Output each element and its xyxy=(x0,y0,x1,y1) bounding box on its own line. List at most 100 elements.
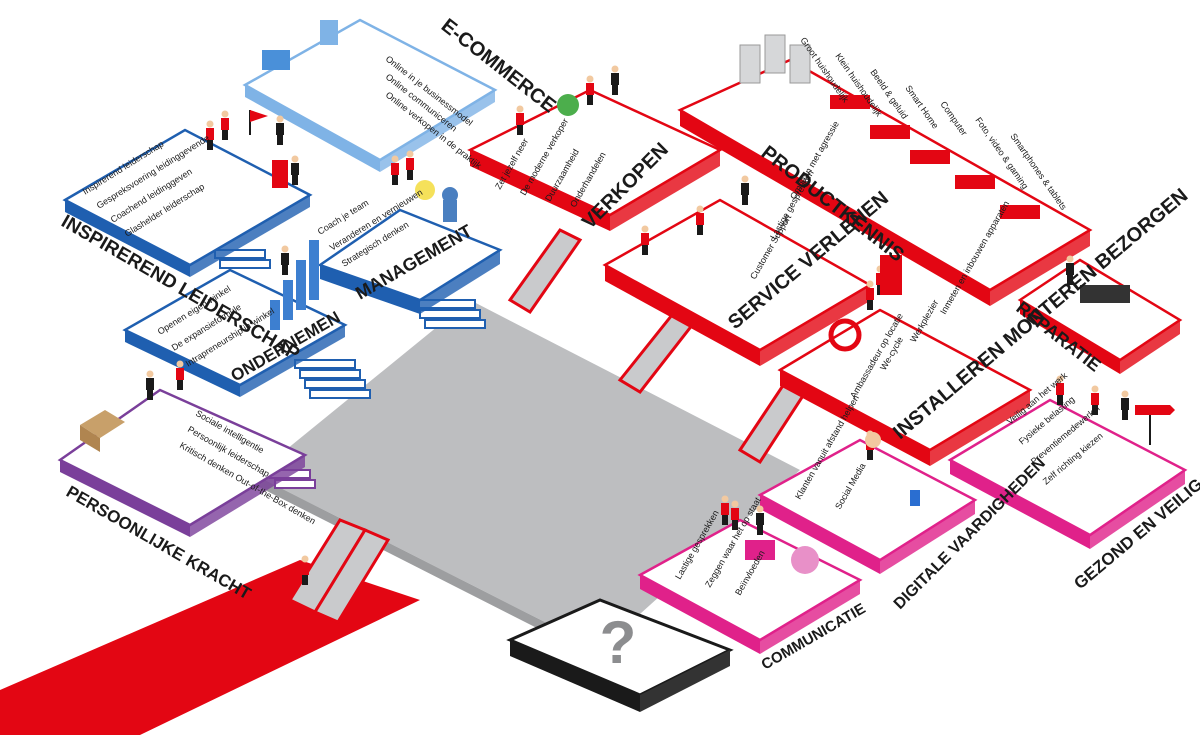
platform-top xyxy=(317,208,503,302)
platform-side-left xyxy=(640,575,760,654)
light-bulb-icon xyxy=(415,180,435,200)
recycle-icon xyxy=(828,318,862,352)
chess-pawn-icon xyxy=(442,187,458,203)
signpost-arrow xyxy=(1135,405,1175,415)
stairs-ondernemen xyxy=(294,359,371,399)
phone-icon xyxy=(910,490,920,506)
platform-side-left xyxy=(470,150,610,231)
platform-top xyxy=(757,438,978,562)
platform-side-right xyxy=(1090,470,1185,549)
appliance-icon xyxy=(739,44,761,84)
platform-verkopen xyxy=(467,88,723,231)
product-shelf xyxy=(830,95,870,109)
chess-pawn-body xyxy=(443,200,457,222)
bar-chart-icon xyxy=(309,240,319,300)
platform-top xyxy=(947,398,1188,537)
platform-side-right xyxy=(990,230,1090,306)
globe-icon xyxy=(557,94,579,116)
platform-side-left xyxy=(760,495,880,574)
platform-side-right xyxy=(760,580,860,654)
platform-side-left xyxy=(1020,300,1120,374)
atm-icon xyxy=(320,20,338,45)
person-figure xyxy=(741,175,749,205)
desk-icon xyxy=(745,540,775,560)
platform-side-right xyxy=(190,195,310,277)
flag-icon xyxy=(250,110,268,122)
platform-side-left xyxy=(245,85,380,172)
platform-side-right xyxy=(240,325,345,397)
platform-side-left xyxy=(320,265,420,314)
bar-chart-icon xyxy=(270,300,280,330)
box-side xyxy=(80,425,100,452)
platform-inspirerend xyxy=(62,128,313,277)
person-figure xyxy=(1121,390,1129,420)
product-shelf xyxy=(955,175,995,189)
product-shelf xyxy=(1000,205,1040,219)
platform-side-left xyxy=(60,460,190,537)
bar-chart-icon xyxy=(296,260,306,310)
platform-installeren xyxy=(777,308,1033,466)
decorations xyxy=(80,20,1175,585)
module-item[interactable]: Smart Home xyxy=(903,83,940,130)
question-mark-icon: ? xyxy=(600,609,637,676)
person-figure xyxy=(221,110,229,140)
platform-reparatie xyxy=(1017,258,1183,374)
question-platform: ? xyxy=(506,598,734,712)
platform-gezond xyxy=(947,398,1188,549)
person-figure xyxy=(611,65,619,95)
person-figure xyxy=(721,495,729,525)
person-figure xyxy=(586,75,594,105)
platform-side-left xyxy=(950,460,1090,549)
person-figure xyxy=(176,360,184,390)
platform-top xyxy=(467,88,723,217)
platform-side-right xyxy=(420,250,500,314)
podium xyxy=(272,160,288,188)
person-figure xyxy=(146,370,154,400)
appliance-icon xyxy=(764,34,786,74)
platform-productkennis xyxy=(677,58,1093,306)
person-figure xyxy=(866,280,874,310)
platform-side-left xyxy=(65,200,190,277)
person-figure xyxy=(516,105,524,135)
headset-person-icon xyxy=(865,432,881,448)
product-shelf xyxy=(870,125,910,139)
platform-top xyxy=(637,518,863,642)
platform-side-right xyxy=(190,455,305,537)
platform-side-right xyxy=(880,500,975,574)
tool-cabinet xyxy=(880,255,902,295)
platform-management xyxy=(317,208,503,314)
platform-side-right xyxy=(1120,320,1180,374)
platform-digitale xyxy=(757,438,978,574)
appliance-icon xyxy=(789,44,811,84)
person-figure xyxy=(276,115,284,145)
person-figure xyxy=(281,245,289,275)
brain-icon xyxy=(791,546,819,574)
person-figure xyxy=(1091,385,1099,415)
platform-top xyxy=(62,128,313,267)
person-figure xyxy=(731,500,739,530)
person-figure xyxy=(291,155,299,185)
person-figure xyxy=(1066,255,1074,285)
person-figure xyxy=(1056,375,1064,405)
platform-side-right xyxy=(610,150,720,231)
platform-side-left xyxy=(605,265,760,366)
platform-side-right xyxy=(760,285,870,366)
person-figure xyxy=(301,555,309,585)
bar-chart-icon xyxy=(283,280,293,320)
escalator-verkopen xyxy=(507,228,583,315)
person-figure xyxy=(696,205,704,235)
platform-side-left xyxy=(680,110,990,306)
box-icon xyxy=(80,410,125,438)
person-figure xyxy=(641,225,649,255)
module-item[interactable]: Computer xyxy=(938,99,969,137)
platform-side-right xyxy=(930,390,1030,466)
platform-top xyxy=(777,308,1033,452)
escalator-carpet xyxy=(287,518,391,624)
product-shelf xyxy=(910,150,950,164)
platform-communicatie xyxy=(637,518,863,654)
platform-top xyxy=(1017,258,1183,362)
person-figure xyxy=(206,120,214,150)
person-figure xyxy=(406,150,414,180)
